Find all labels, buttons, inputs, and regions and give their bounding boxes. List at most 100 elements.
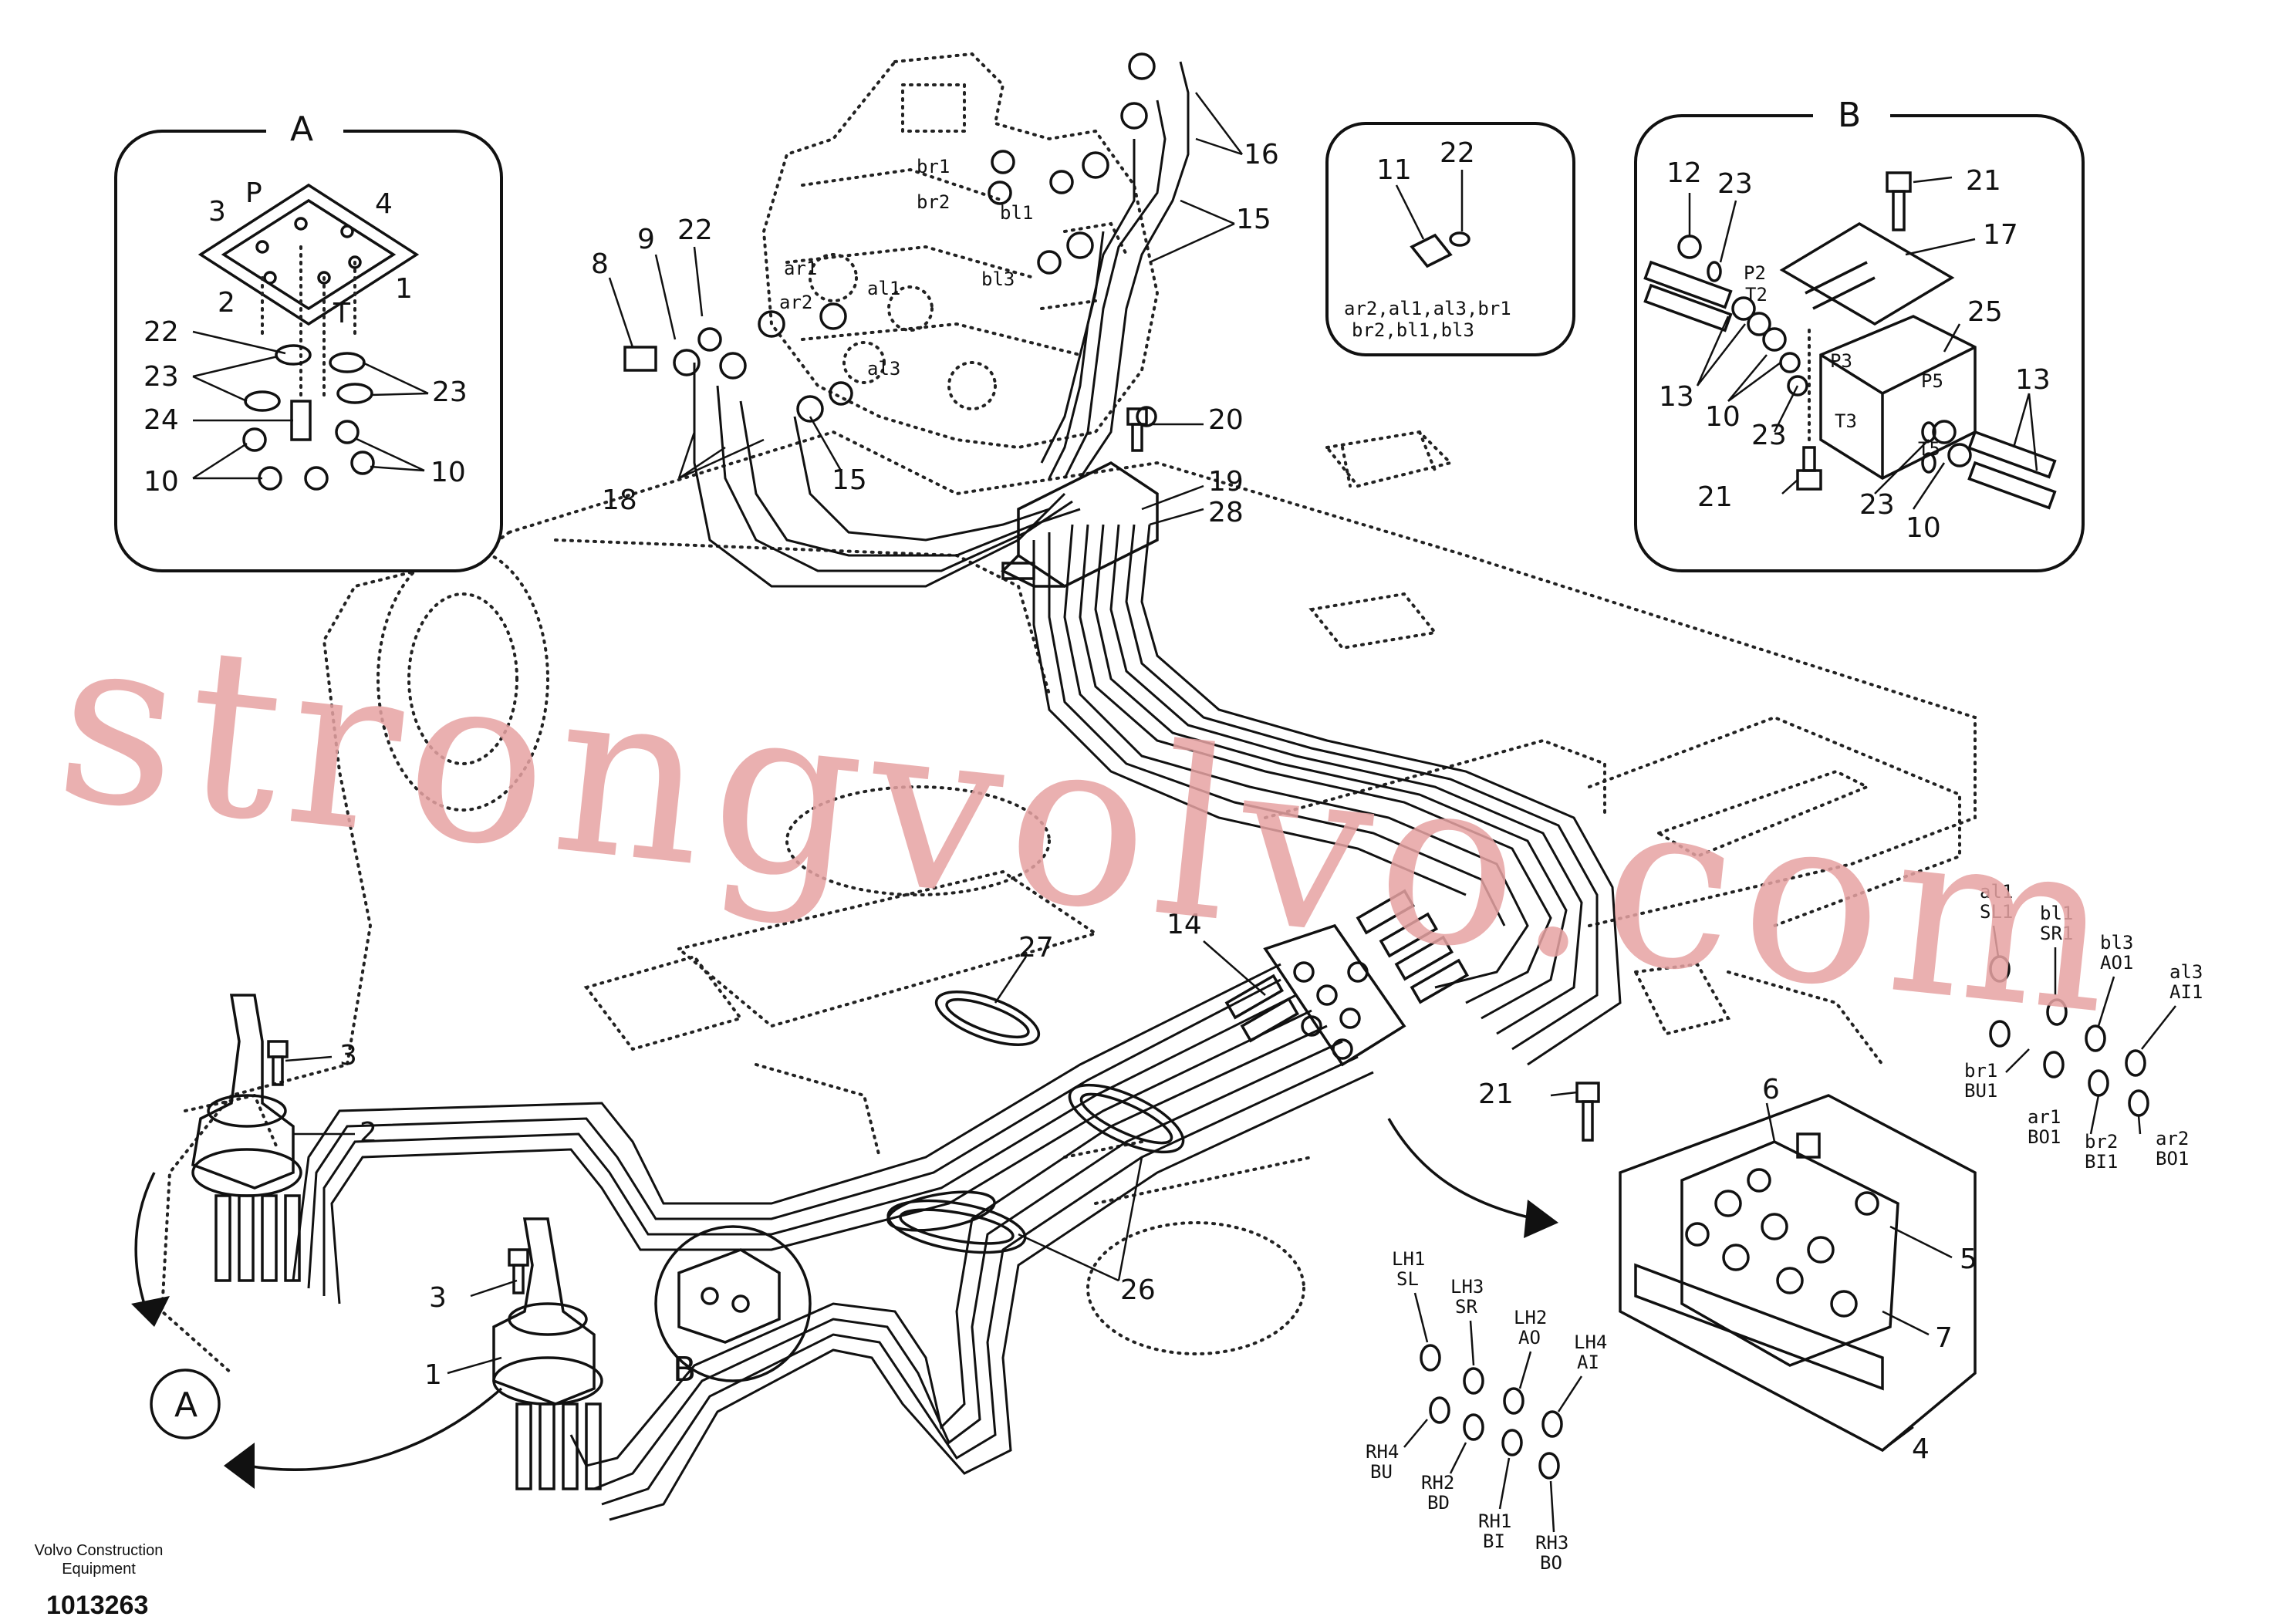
- view-marker-b: B: [673, 1350, 696, 1389]
- port-ar1: ar1: [784, 258, 817, 279]
- callout-6: 6: [1762, 1074, 1780, 1105]
- port-group-bl1-line1: bl1: [2040, 903, 2073, 924]
- port-group-lh4: LH4 AI: [1541, 1331, 1607, 1438]
- callout-13-b-left: 13: [1659, 381, 1694, 413]
- main-control-valve: [761, 52, 1160, 450]
- port-group-ar2: ar2 BO1: [2128, 1089, 2189, 1169]
- port-group-ar1-line2: BO1: [2028, 1126, 2061, 1148]
- callout-1: 1: [424, 1359, 442, 1391]
- port-t2: T2: [1745, 284, 1768, 305]
- port-group-br1-line1: br1: [1964, 1060, 1997, 1082]
- view-marker-b-label: B: [673, 1350, 696, 1389]
- port-groups-right: al1 SL1 bl1 SR1 bl3 AO1 al3 AI1 br1 BU1 …: [1964, 881, 2203, 1173]
- port-group-rh4-line2: BU: [1370, 1461, 1393, 1483]
- callout-23-b-mid: 23: [1751, 420, 1787, 451]
- callout-5: 5: [1960, 1244, 1977, 1275]
- port-al3: al3: [867, 358, 900, 380]
- footer-company-line1: Volvo Construction: [35, 1542, 164, 1559]
- callout-15-top: 15: [1236, 204, 1271, 235]
- port-group-rh4-line1: RH4: [1366, 1441, 1399, 1463]
- callout-19: 19: [1208, 466, 1244, 498]
- port-group-lh1-line1: LH1: [1392, 1248, 1425, 1270]
- callout-7: 7: [1935, 1322, 1953, 1354]
- bolt-20: [1126, 407, 1148, 452]
- port-t3: T3: [1835, 410, 1857, 432]
- view-marker-a-label: A: [174, 1385, 198, 1425]
- callout-3-top: 3: [339, 1040, 357, 1072]
- callout-2: 2: [360, 1117, 377, 1149]
- callout-8: 8: [591, 248, 609, 280]
- port-group-lh1: LH1 SL: [1392, 1248, 1441, 1372]
- port-label-3: 3: [208, 196, 226, 228]
- callout-11: 11: [1376, 154, 1412, 186]
- callout-14: 14: [1167, 909, 1202, 940]
- port-group-lh2: LH2 AO: [1503, 1307, 1547, 1415]
- view-b-detail: [654, 1225, 812, 1382]
- callout-26: 26: [1120, 1274, 1156, 1306]
- callout-20: 20: [1208, 404, 1244, 436]
- detail-ports-line1: ar2,al1,al3,br1: [1344, 298, 1511, 319]
- port-group-rh4: RH4 BU: [1366, 1396, 1450, 1483]
- port-group-lh3: LH3 SR: [1450, 1276, 1484, 1395]
- callout-27: 27: [1018, 932, 1054, 964]
- view-marker-a: A: [150, 1369, 221, 1439]
- port-group-rh3-line2: BO: [1540, 1552, 1562, 1574]
- port-ar2: ar2: [779, 292, 812, 313]
- callout-23-b-bottom: 23: [1859, 489, 1895, 521]
- valve-fittings: [623, 52, 1157, 427]
- port-group-lh2-line1: LH2: [1514, 1307, 1547, 1328]
- port-group-rh1-line1: RH1: [1478, 1510, 1511, 1532]
- port-br2: br2: [917, 191, 950, 213]
- port-p5: P5: [1921, 370, 1943, 392]
- callout-3-bottom: 3: [429, 1282, 447, 1314]
- port-bl1: bl1: [1000, 202, 1033, 224]
- callout-28: 28: [1208, 497, 1244, 528]
- port-group-rh3: RH3 BO: [1535, 1452, 1568, 1574]
- footer-company-line2: Equipment: [62, 1561, 136, 1578]
- port-group-al3: al3 AI1: [2125, 961, 2203, 1077]
- callout-21-main: 21: [1478, 1078, 1514, 1110]
- port-group-rh3-line1: RH3: [1535, 1532, 1568, 1554]
- port-group-bl1-line2: SR1: [2040, 923, 2073, 944]
- port-label-1: 1: [395, 273, 413, 305]
- callout-21-b-top: 21: [1966, 165, 2001, 197]
- callout-18: 18: [602, 484, 637, 516]
- view-arrows: [131, 1118, 1558, 1489]
- callout-17: 17: [1983, 219, 2018, 251]
- port-label-2: 2: [218, 287, 235, 319]
- port-bl3: bl3: [981, 268, 1015, 290]
- port-groups-bottom: LH1 SL LH3 SR LH2 AO LH4 AI RH4 BU RH2 B…: [1366, 1248, 1607, 1574]
- inset-fitting-detail: 11 22 ar2,al1,al3,br1 br2,bl1,bl3: [1325, 122, 1575, 356]
- main-callouts: 8 9 22 16 15 18 15 20 19 28 14 27 3 2 3 …: [339, 139, 1977, 1465]
- joystick-screws: [267, 1040, 529, 1294]
- port-group-lh3-line2: SR: [1455, 1296, 1477, 1318]
- joystick-right: [492, 1217, 603, 1490]
- callout-12: 12: [1666, 157, 1702, 189]
- joystick-left: [191, 994, 302, 1282]
- valve-port-labels: br1 br2 bl1 ar1 al1 ar2 al3 bl3: [779, 156, 1033, 380]
- port-label-t: T: [333, 298, 351, 329]
- callout-16: 16: [1244, 139, 1279, 170]
- port-group-al1-line2: SL1: [1980, 901, 2013, 923]
- callout-23-a-left: 23: [144, 361, 179, 393]
- inset-view-b: B P2 T2 P3 P5 T3 T5: [1634, 93, 2085, 572]
- callout-21-b-bottom: 21: [1697, 481, 1733, 513]
- port-group-rh1: RH1 BI: [1478, 1429, 1523, 1552]
- port-group-ar2-line2: BO1: [2156, 1148, 2189, 1169]
- port-p2: P2: [1744, 262, 1766, 284]
- port-group-al1: al1 SL1: [1980, 881, 2013, 983]
- inset-view-a: A 3 P 4 2 T 1 22 23 23: [114, 108, 503, 572]
- callout-23-b-top: 23: [1717, 168, 1753, 200]
- hose-bands: [886, 991, 1185, 1254]
- port-group-rh2-line1: RH2: [1421, 1472, 1454, 1493]
- distribution-manifold: [1224, 889, 1470, 1067]
- port-group-br2-line1: br2: [2085, 1131, 2118, 1153]
- bolt-21-main: [1575, 1082, 1600, 1142]
- inset-a-title: A: [290, 110, 313, 149]
- footer-drawing-number: 1013263: [46, 1591, 148, 1620]
- port-group-ar1-line1: ar1: [2028, 1106, 2061, 1128]
- remote-valve-panel: [1619, 1094, 1977, 1453]
- callout-22-a: 22: [144, 316, 179, 348]
- port-group-lh4-line2: AI: [1577, 1352, 1599, 1373]
- port-p3: P3: [1830, 350, 1852, 372]
